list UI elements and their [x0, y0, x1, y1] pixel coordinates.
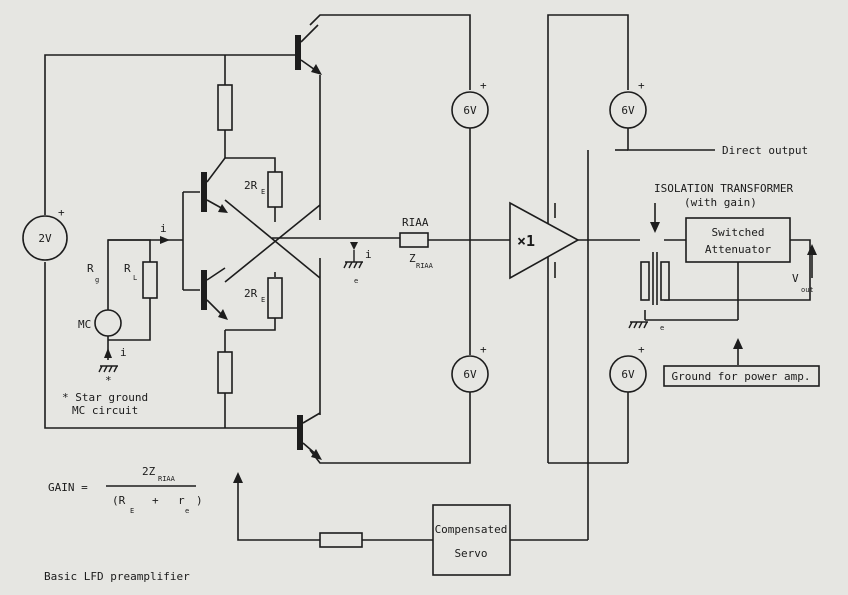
- buffer-amplifier: ×1: [509, 201, 580, 280]
- gain-den-plus: +: [152, 494, 159, 507]
- supply-left: 2V +: [22, 206, 68, 261]
- z-sub-label: RIAA: [416, 262, 434, 270]
- star-ground-line1: * Star ground: [62, 391, 148, 404]
- gain-den-sub-upper-e: E: [130, 507, 134, 515]
- gain-numerator: 2Z: [142, 465, 156, 478]
- rg-label: R: [87, 262, 94, 275]
- resistor-top-collector: [217, 84, 233, 131]
- supply-top-middle: 6V +: [451, 79, 489, 129]
- transistor-output-lower: [297, 412, 322, 460]
- star-mark: *: [105, 374, 112, 387]
- riaa-label: RIAA: [402, 216, 429, 229]
- vout-label: V: [792, 272, 799, 285]
- arrowheads: [104, 222, 817, 483]
- resistor-bottom-collector: [217, 351, 233, 394]
- gain-den-r: r: [178, 494, 185, 507]
- supply-top-right-plus: +: [638, 79, 645, 92]
- isolation-title: ISOLATION TRANSFORMER: [654, 182, 793, 195]
- isolation-sub: (with gain): [684, 196, 757, 209]
- resistor-2re-top: [267, 171, 283, 208]
- z-label: Z: [409, 252, 416, 265]
- supply-bottom-right: 6V +: [609, 343, 647, 393]
- supply-left-plus: +: [58, 206, 65, 219]
- mc-cartridge: MC: [78, 309, 122, 337]
- compensated-servo-box: Compensated Servo: [432, 504, 511, 576]
- supply-bottom-middle-plus: +: [480, 343, 487, 356]
- transistor-input-upper: [183, 157, 228, 213]
- component-labels: RIAA Z RIAA R g R L 2R E 2R E i i i e e …: [62, 144, 814, 417]
- supply-bottom-right-plus: +: [638, 343, 645, 356]
- figure-caption: Basic LFD preamplifier: [44, 570, 190, 583]
- vout-sub: out: [801, 286, 814, 294]
- supply-bottom-middle-label: 6V: [463, 368, 477, 381]
- supply-bottom-middle: 6V +: [451, 343, 489, 393]
- resistor-servo: [319, 532, 363, 548]
- supply-left-label: 2V: [38, 232, 52, 245]
- two-re-top-label: 2R: [244, 179, 258, 192]
- e-mark-right: e: [660, 324, 664, 332]
- re-bottom-sub: E: [261, 296, 265, 304]
- isolation-transformer: [652, 252, 670, 305]
- attenuator-line1: Switched: [712, 226, 765, 239]
- resistor-rl: [142, 261, 158, 299]
- gain-label: GAIN =: [48, 481, 88, 494]
- ground-symbols: [98, 250, 648, 373]
- supply-top-right: 6V +: [609, 79, 647, 129]
- resistors: [142, 84, 650, 548]
- ground-power-box: Ground for power amp.: [663, 365, 820, 387]
- re-top-sub: E: [261, 188, 265, 196]
- resistor-2re-bottom: [267, 277, 283, 319]
- servo-line2: Servo: [454, 547, 487, 560]
- rl-sub-label: L: [133, 274, 137, 282]
- transformer-primary: [640, 261, 650, 301]
- star-ground-line2: MC circuit: [72, 404, 138, 417]
- supply-top-right-label: 6V: [621, 104, 635, 117]
- supply-bottom-right-label: 6V: [621, 368, 635, 381]
- current-i-mc: i: [120, 346, 127, 359]
- two-re-bottom-label: 2R: [244, 287, 258, 300]
- resistor-riaa: [399, 232, 429, 248]
- transistor-output-upper: [295, 24, 322, 75]
- gain-formula: GAIN = 2Z RIAA (R + r ) E e: [48, 465, 203, 515]
- servo-line1: Compensated: [435, 523, 508, 536]
- switched-attenuator-box: Switched Attenuator: [685, 217, 791, 263]
- mc-label: MC: [78, 318, 91, 331]
- current-i-top: i: [160, 222, 167, 235]
- transistor-input-lower: [183, 267, 228, 320]
- e-mark-mid: e: [354, 277, 358, 285]
- supply-top-middle-plus: +: [480, 79, 487, 92]
- direct-output-label: Direct output: [722, 144, 808, 157]
- rg-sub-label: g: [95, 276, 99, 284]
- gain-den-close: ): [196, 494, 203, 507]
- gain-den-sub-lower-e: e: [185, 507, 189, 515]
- gain-numerator-sub: RIAA: [158, 475, 176, 483]
- current-i-mid: i: [365, 248, 372, 261]
- rl-label: R: [124, 262, 131, 275]
- supply-top-middle-label: 6V: [463, 104, 477, 117]
- gain-den-open: (R: [112, 494, 126, 507]
- ground-power-label: Ground for power amp.: [671, 370, 810, 383]
- attenuator-line2: Attenuator: [705, 243, 772, 256]
- buffer-label: ×1: [517, 232, 535, 250]
